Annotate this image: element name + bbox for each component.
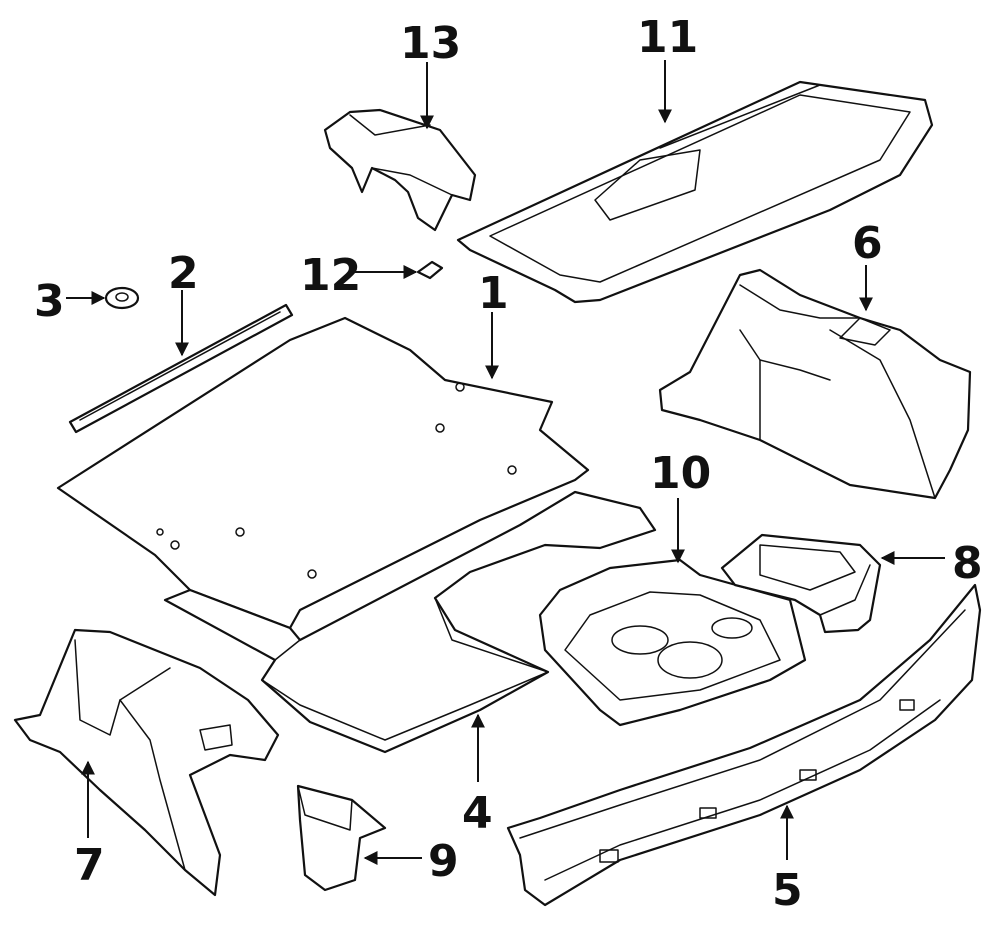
part-9-bin [296, 784, 387, 892]
callout-13: 13 [400, 18, 461, 69]
part-7-left-side-trim [13, 628, 280, 897]
callout-2: 2 [168, 248, 199, 299]
part-2-retaining-strip [68, 303, 294, 434]
part-4-trunk-floor-board [163, 490, 657, 754]
part-13-trim-bracket [323, 108, 477, 232]
callout-4: 4 [462, 788, 493, 839]
callout-5: 5 [772, 865, 803, 916]
callout-9: 9 [428, 836, 459, 887]
callout-11: 11 [637, 12, 698, 63]
callout-7: 7 [74, 840, 105, 891]
part-5-rear-panel-trim [506, 583, 982, 907]
leader-lines [66, 60, 945, 865]
part-12-clip [416, 260, 444, 280]
part-10-spare-tire-tray [538, 558, 807, 727]
callout-1: 1 [478, 268, 509, 319]
part-6-right-side-trim [658, 268, 972, 500]
callout-12: 12 [300, 250, 361, 301]
callout-8: 8 [952, 538, 983, 589]
callout-labels: 1 2 3 4 5 6 7 8 9 10 11 12 13 [34, 12, 983, 916]
part-3-clip [104, 286, 140, 310]
callout-10: 10 [650, 448, 711, 499]
part-8-storage-box [720, 533, 882, 634]
callout-3: 3 [34, 276, 65, 327]
part-11-package-tray [456, 80, 934, 304]
part-1-trunk-floor-mat [56, 316, 590, 630]
callout-6: 6 [852, 218, 883, 269]
